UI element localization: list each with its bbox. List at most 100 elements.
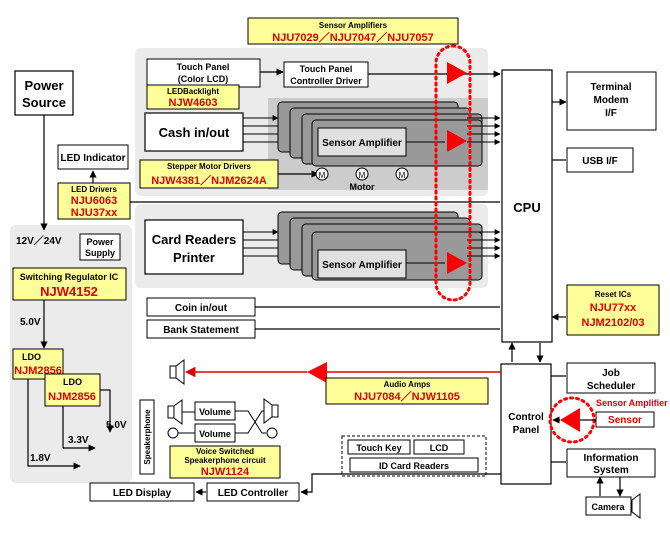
svg-text:M: M [399, 171, 406, 180]
svg-text:NJU7029／NJU7047／NJU7057: NJU7029／NJU7047／NJU7057 [272, 31, 433, 44]
svg-text:NJU7084／NJW1105: NJU7084／NJW1105 [354, 390, 460, 403]
svg-text:M: M [319, 171, 326, 180]
svg-text:Volume: Volume [199, 429, 231, 439]
sensor-box: Sensor [595, 411, 655, 428]
power-supply-label: Power Supply [79, 233, 121, 261]
svg-text:Touch Panel: Touch Panel [300, 64, 353, 74]
svg-text:Control: Control [508, 412, 544, 423]
svg-text:Power: Power [86, 237, 114, 247]
svg-text:M: M [359, 171, 366, 180]
svg-text:Reset ICs: Reset ICs [595, 290, 632, 299]
reset-ics-box: Reset ICs NJU77xx NJM2102/03 [566, 284, 660, 336]
svg-text:Cash in/out: Cash in/out [159, 125, 230, 140]
cash-inout-box: Cash in/out [144, 112, 244, 152]
led-indicator-box: LED Indicator [57, 144, 129, 170]
svg-text:Sensor Amplifiers: Sensor Amplifiers [319, 21, 388, 30]
svg-text:Sensor: Sensor [608, 415, 642, 426]
power-source-line2: Source [22, 95, 66, 110]
svg-text:Switching Regulator IC: Switching Regulator IC [20, 272, 119, 282]
motor-icon-3 [395, 167, 409, 181]
led-display-box: LED Display [89, 482, 195, 502]
svg-text:Information: Information [584, 453, 639, 464]
stepper-drivers-box: Stepper Motor Drivers NJW4381／NJM2624A [139, 159, 279, 189]
led-controller-box: LED Controller [206, 482, 300, 502]
svg-text:I/F: I/F [605, 108, 617, 119]
svg-text:Sensor Amplifier: Sensor Amplifier [322, 260, 402, 271]
card-readers-box: Card Readers Printer [144, 219, 244, 275]
svg-text:LED Display: LED Display [113, 488, 172, 499]
coin-inout-box: Coin in/out [146, 297, 256, 317]
usb-if-box: USB I/F [566, 147, 634, 173]
sensor-amp-highlight [434, 44, 472, 302]
power-source-line1: Power [24, 78, 63, 93]
speaker-icon-top [169, 359, 185, 385]
svg-text:NJW4603: NJW4603 [169, 97, 218, 109]
svg-text:LDO: LDO [63, 377, 82, 387]
svg-text:Camera: Camera [591, 502, 625, 512]
svg-text:Job: Job [602, 368, 620, 379]
cp-sensor-amplifier-label: Sensor Amplifier [596, 398, 668, 408]
amplifier-triangle-2 [447, 252, 467, 274]
touch-panel-box: Touch Panel (Color LCD) [146, 58, 261, 88]
svg-text:System: System [593, 465, 629, 476]
svg-text:Printer: Printer [173, 250, 215, 265]
sensor-amplifier-box-1: Sensor Amplifier [317, 127, 407, 157]
svg-text:Speakerphone: Speakerphone [143, 409, 152, 465]
mic-icon [167, 427, 195, 439]
voltage-1v8: 1.8V [30, 453, 51, 464]
svg-text:Bank Statement: Bank Statement [163, 325, 239, 336]
speaker-icon-left [167, 399, 183, 425]
voltage-3v3: 3.3V [68, 435, 89, 446]
svg-text:NJU6063: NJU6063 [71, 195, 117, 207]
svg-text:LED Controller: LED Controller [218, 488, 289, 499]
svg-text:Panel: Panel [513, 425, 540, 436]
mic-icon-right [266, 427, 278, 439]
cp-amplifier-triangle [560, 408, 580, 432]
voltage-5v-b: 5.0V [106, 420, 127, 431]
voltage-12-24: 12V／24V [16, 234, 62, 247]
led-backlight-box: LEDBacklight NJW4603 [146, 84, 240, 110]
svg-text:Coin in/out: Coin in/out [175, 303, 228, 314]
information-system-box: Information System [566, 448, 656, 478]
svg-text:NJM2102/03: NJM2102/03 [582, 317, 645, 329]
terminal-modem-box: Terminal Modem I/F [566, 71, 657, 131]
camera-box: Camera [585, 496, 632, 516]
led-drivers-box: LED Drivers NJU6063 NJU37xx [57, 182, 131, 220]
lcd-box: LCD [413, 439, 465, 455]
svg-text:NJW4381／NJM2624A: NJW4381／NJM2624A [151, 174, 267, 187]
svg-text:Sensor Amplifier: Sensor Amplifier [322, 138, 402, 149]
bank-statement-box: Bank Statement [146, 319, 256, 339]
motor-icon-2 [355, 167, 369, 181]
svg-text:NJU77xx: NJU77xx [590, 302, 637, 314]
audio-amp-triangle [307, 362, 327, 383]
svg-text:NJW1124: NJW1124 [201, 466, 250, 478]
audio-amps-box: Audio Amps NJU7084／NJW1105 [325, 377, 489, 405]
voltage-5v-a: 5.0V [20, 317, 41, 328]
svg-text:Scheduler: Scheduler [587, 381, 635, 392]
svg-text:Modem: Modem [594, 95, 629, 106]
svg-text:Touch Panel: Touch Panel [177, 62, 230, 72]
amplifier-triangle-1 [447, 130, 467, 152]
svg-text:ID Card Readers: ID Card Readers [379, 461, 449, 471]
input-devices-group [341, 435, 487, 477]
svg-text:Volume: Volume [199, 407, 231, 417]
control-panel-box: Control Panel [500, 363, 552, 485]
svg-text:Supply: Supply [85, 248, 115, 258]
ldo-box-2: LDO NJM2856 [44, 373, 101, 407]
svg-text:Touch Key: Touch Key [356, 443, 401, 453]
volume-box-1: Volume [194, 401, 236, 421]
amplifier-triangle-top [447, 62, 467, 84]
svg-text:Audio Amps: Audio Amps [384, 380, 431, 389]
svg-text:(Color LCD): (Color LCD) [178, 74, 229, 84]
camera-icon [631, 493, 641, 519]
svg-text:Stepper Motor Drivers: Stepper Motor Drivers [167, 162, 252, 171]
voice-switched-box: Voice Switched Speakerphone circuit NJW1… [169, 445, 281, 479]
motor-icon-1 [315, 167, 329, 181]
touch-panel-driver-box: Touch Panel Controller Driver [283, 61, 369, 88]
sensor-amplifiers-header-box: Sensor Amplifiers NJU7029／NJU7047／NJU705… [247, 17, 459, 45]
svg-text:Terminal: Terminal [591, 82, 632, 93]
sensor-amplifier-box-2: Sensor Amplifier [317, 249, 407, 279]
cpu-box: CPU [501, 69, 553, 343]
svg-text:NJM2856: NJM2856 [48, 391, 96, 403]
